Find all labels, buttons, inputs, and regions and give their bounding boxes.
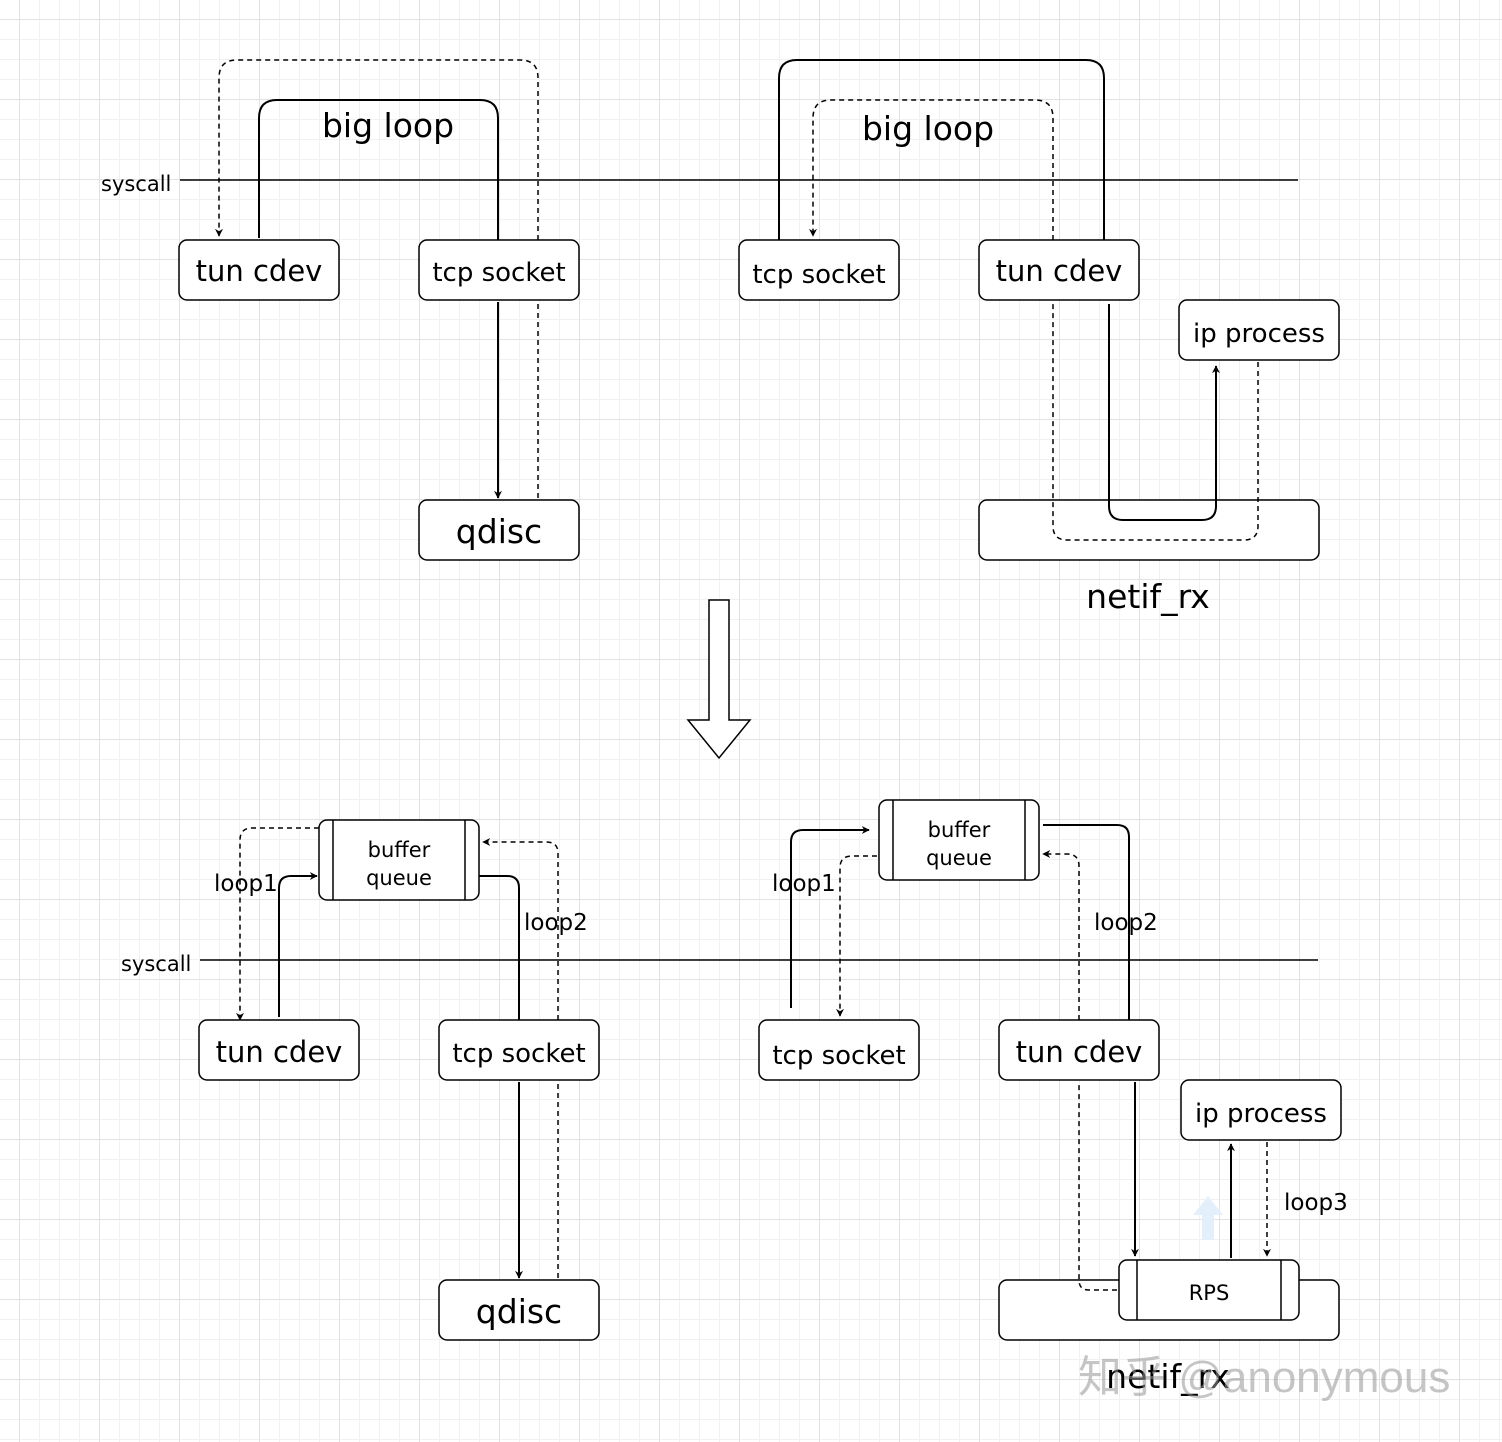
syscall-label: syscall xyxy=(101,172,171,196)
big-loop-dashed xyxy=(809,99,1054,240)
tun-cdev-label: tun cdev xyxy=(196,254,323,288)
buffer-queue-box xyxy=(318,819,480,901)
top-right-panel: big loop tcp socket tun cdev ip process … xyxy=(738,59,1340,616)
rps: RPS xyxy=(1118,1259,1300,1321)
qdisc-box xyxy=(418,499,580,561)
big-loop-label: big loop xyxy=(862,109,994,148)
tcp-socket-box xyxy=(738,239,900,301)
netif-dashed-return xyxy=(1078,1082,1117,1291)
tcp-socket-box xyxy=(418,239,580,301)
bottom-right-panel: buffer queue loop1 loop2 tcp socket tun … xyxy=(758,799,1348,1396)
netif-rx-label: netif_rx xyxy=(1106,1357,1230,1396)
tcp-socket-box xyxy=(758,1019,920,1081)
loop1-dashed xyxy=(236,827,319,1021)
ip-process-label: ip process xyxy=(1193,319,1325,349)
qdisc-label: qdisc xyxy=(456,512,542,551)
tun-cdev-box xyxy=(978,239,1140,301)
tun-to-ip-loop xyxy=(1108,304,1220,521)
qdisc-box xyxy=(438,1279,600,1341)
tun-cdev-box xyxy=(998,1019,1160,1081)
transform-down-arrow xyxy=(686,599,752,760)
loop1-label: loop1 xyxy=(772,871,836,897)
syscall-label: syscall xyxy=(121,952,191,976)
tcp-socket-label: tcp socket xyxy=(752,260,885,290)
buffer-queue-label-2: queue xyxy=(366,866,432,890)
ip-process-box xyxy=(1180,1079,1342,1141)
tun-cdev-label: tun cdev xyxy=(996,254,1123,288)
tun-cdev-box xyxy=(178,239,340,301)
loop2-dashed xyxy=(1042,850,1080,1020)
buffer-queue-label-2: queue xyxy=(926,846,992,870)
watermark: 知乎 @anonymous xyxy=(1078,1353,1450,1402)
loop2-label: loop2 xyxy=(524,910,588,936)
top-left-panel: syscall big loop tun cdev tcp socket qdi… xyxy=(101,59,1298,561)
loop1-solid xyxy=(278,872,318,1017)
tun-cdev-label: tun cdev xyxy=(1016,1035,1143,1069)
big-loop-solid xyxy=(258,99,499,240)
big-loop-dashed xyxy=(215,59,539,240)
tun-cdev-label: tun cdev xyxy=(216,1035,343,1069)
tcp-socket-box xyxy=(438,1019,600,1081)
buffer-queue-label-1: buffer xyxy=(368,838,431,862)
dashed-return-loop xyxy=(1052,302,1259,541)
ip-process-box xyxy=(1178,299,1340,361)
buffer-queue-box xyxy=(878,799,1040,881)
bottom-left-panel: syscall buffer queue loop1 loop2 tun cde… xyxy=(121,819,1318,1341)
rps-box xyxy=(1118,1259,1300,1321)
tcp-socket-label: tcp socket xyxy=(432,258,565,288)
big-loop-solid xyxy=(778,59,1105,240)
loop3-label: loop3 xyxy=(1284,1190,1348,1216)
tcp-socket-label: tcp socket xyxy=(772,1041,905,1071)
rps-label: RPS xyxy=(1189,1281,1230,1305)
buffer-queue: buffer queue xyxy=(878,799,1040,881)
loop2-solid xyxy=(1043,824,1130,1020)
tun-cdev-box xyxy=(198,1019,360,1081)
buffer-queue-label-1: buffer xyxy=(928,818,991,842)
tcp-socket-label: tcp socket xyxy=(452,1039,585,1069)
loop1-solid xyxy=(790,826,870,1008)
ip-process-label: ip process xyxy=(1195,1099,1327,1129)
loop1-dashed xyxy=(836,855,877,1017)
netif-rx-box xyxy=(978,499,1320,561)
loop2-dashed xyxy=(482,838,559,1020)
loop1-label: loop1 xyxy=(214,871,278,897)
big-loop-label: big loop xyxy=(322,106,454,145)
loop2-solid xyxy=(479,875,520,1020)
netif-rx-label: netif_rx xyxy=(1086,577,1210,616)
ghost-up-arrow-icon xyxy=(1193,1196,1223,1240)
loop2-label: loop2 xyxy=(1094,910,1158,936)
qdisc-label: qdisc xyxy=(476,1292,562,1331)
buffer-queue: buffer queue xyxy=(318,819,480,901)
